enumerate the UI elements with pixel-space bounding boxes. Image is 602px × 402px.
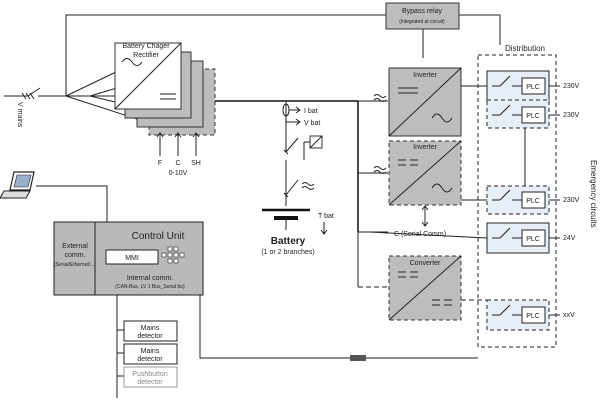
output-4-voltage: 24V	[563, 235, 576, 242]
internal-bus	[116, 295, 478, 398]
battery-charger-stack: Battery Chager Rectifier	[114, 42, 216, 136]
charger-input-c: C	[175, 160, 180, 167]
detector-1-line2: detector	[137, 333, 163, 340]
control-unit: Control Unit External comm. (Serial/Ethe…	[53, 221, 204, 296]
converter: Converter	[388, 255, 462, 321]
internal-comm-label: Internal comm.	[127, 275, 173, 282]
ibat-label: I bat	[304, 108, 318, 115]
inverter-1: Inverter	[388, 67, 462, 137]
plc-breaker-5: PLC xxV	[486, 299, 575, 331]
plc-5-label: PLC	[526, 313, 540, 320]
battery-title: Battery	[271, 236, 306, 247]
detector-2-line2: detector	[137, 356, 163, 363]
detector-1-line1: Mains	[141, 325, 160, 332]
external-comm-detail: (Serial/Ethernet/...)	[54, 262, 96, 268]
detector-3-line2: detector	[137, 379, 163, 386]
output-3-voltage: 230V	[563, 197, 580, 204]
output-5-voltage: xxV	[563, 312, 575, 319]
mmi-label: MMI	[125, 255, 139, 262]
inverter-2: Inverter C (Serial Comm)	[388, 140, 462, 238]
mains-detector-2: Mains detector	[123, 343, 178, 365]
charger-input-f: F	[158, 160, 162, 167]
plc-4-label: PLC	[526, 236, 540, 243]
battery-sensing: I bat V bat	[282, 101, 323, 206]
plc-3-label: PLC	[526, 198, 540, 205]
emergency-circuits-label: Emergency circuits	[589, 160, 598, 228]
bypass-relay-title: Bypass relay	[402, 8, 443, 15]
plc-1-label: PLC	[526, 84, 540, 91]
plc-breaker-3: PLC 230V	[486, 185, 580, 215]
mmi-display	[105, 249, 159, 265]
v-mains-label: V mains	[16, 102, 23, 128]
laptop-icon	[0, 171, 108, 222]
inverter-1-label: Inverter	[413, 72, 437, 79]
plc-2-label: PLC	[526, 113, 540, 120]
inverter-2-label: Inverter	[413, 144, 437, 151]
charger-control-inputs: F C SH 0-10V	[156, 132, 201, 177]
converter-label: Converter	[410, 260, 441, 267]
battery-subtitle: (1 or 2 branches)	[261, 249, 314, 256]
output-2-voltage: 230V	[563, 112, 580, 119]
keypad-icon	[161, 246, 185, 264]
pushbutton-detector: Pushbutton detector	[123, 366, 178, 388]
output-1-voltage: 230V	[563, 83, 580, 90]
plc-breaker-4: PLC 24V	[486, 222, 576, 254]
tbat-sensor: T bat	[318, 213, 334, 235]
plc-breaker-1: PLC 230V	[486, 70, 580, 102]
mains-detector-1: Mains detector	[123, 320, 178, 342]
distribution-label: Distribution	[505, 44, 545, 53]
plc-breaker-2: PLC 230V	[486, 99, 580, 129]
dc-bus	[215, 94, 388, 288]
charger-title: Battery Chager	[122, 43, 170, 50]
distribution-links	[369, 85, 526, 301]
control-unit-title: Control Unit	[132, 231, 185, 242]
bypass-relay-subtitle: (integrated at circuit)	[399, 19, 445, 25]
charger-input-range: 0-10V	[169, 170, 188, 177]
tbat-label: T bat	[318, 213, 334, 220]
charger-input-sh: SH	[191, 160, 201, 167]
internal-comm-detail: (CAN-Bus, LV 1 Bus_Serial bu)	[115, 284, 185, 290]
external-comm-line1: External	[62, 243, 88, 250]
external-comm-line2: comm.	[65, 252, 86, 259]
detector-2-line1: Mains	[141, 348, 160, 355]
battery: Battery (1 or 2 branches)	[261, 208, 315, 256]
distribution-frame: Distribution	[477, 44, 557, 348]
detector-3-line1: Pushbutton	[132, 371, 168, 378]
vbat-label: V bat	[304, 120, 320, 127]
charger-subtitle: Rectifier	[133, 52, 159, 59]
bypass-relay-box: Bypass relay (integrated at circuit)	[385, 2, 460, 30]
bypass-line	[65, 14, 501, 96]
